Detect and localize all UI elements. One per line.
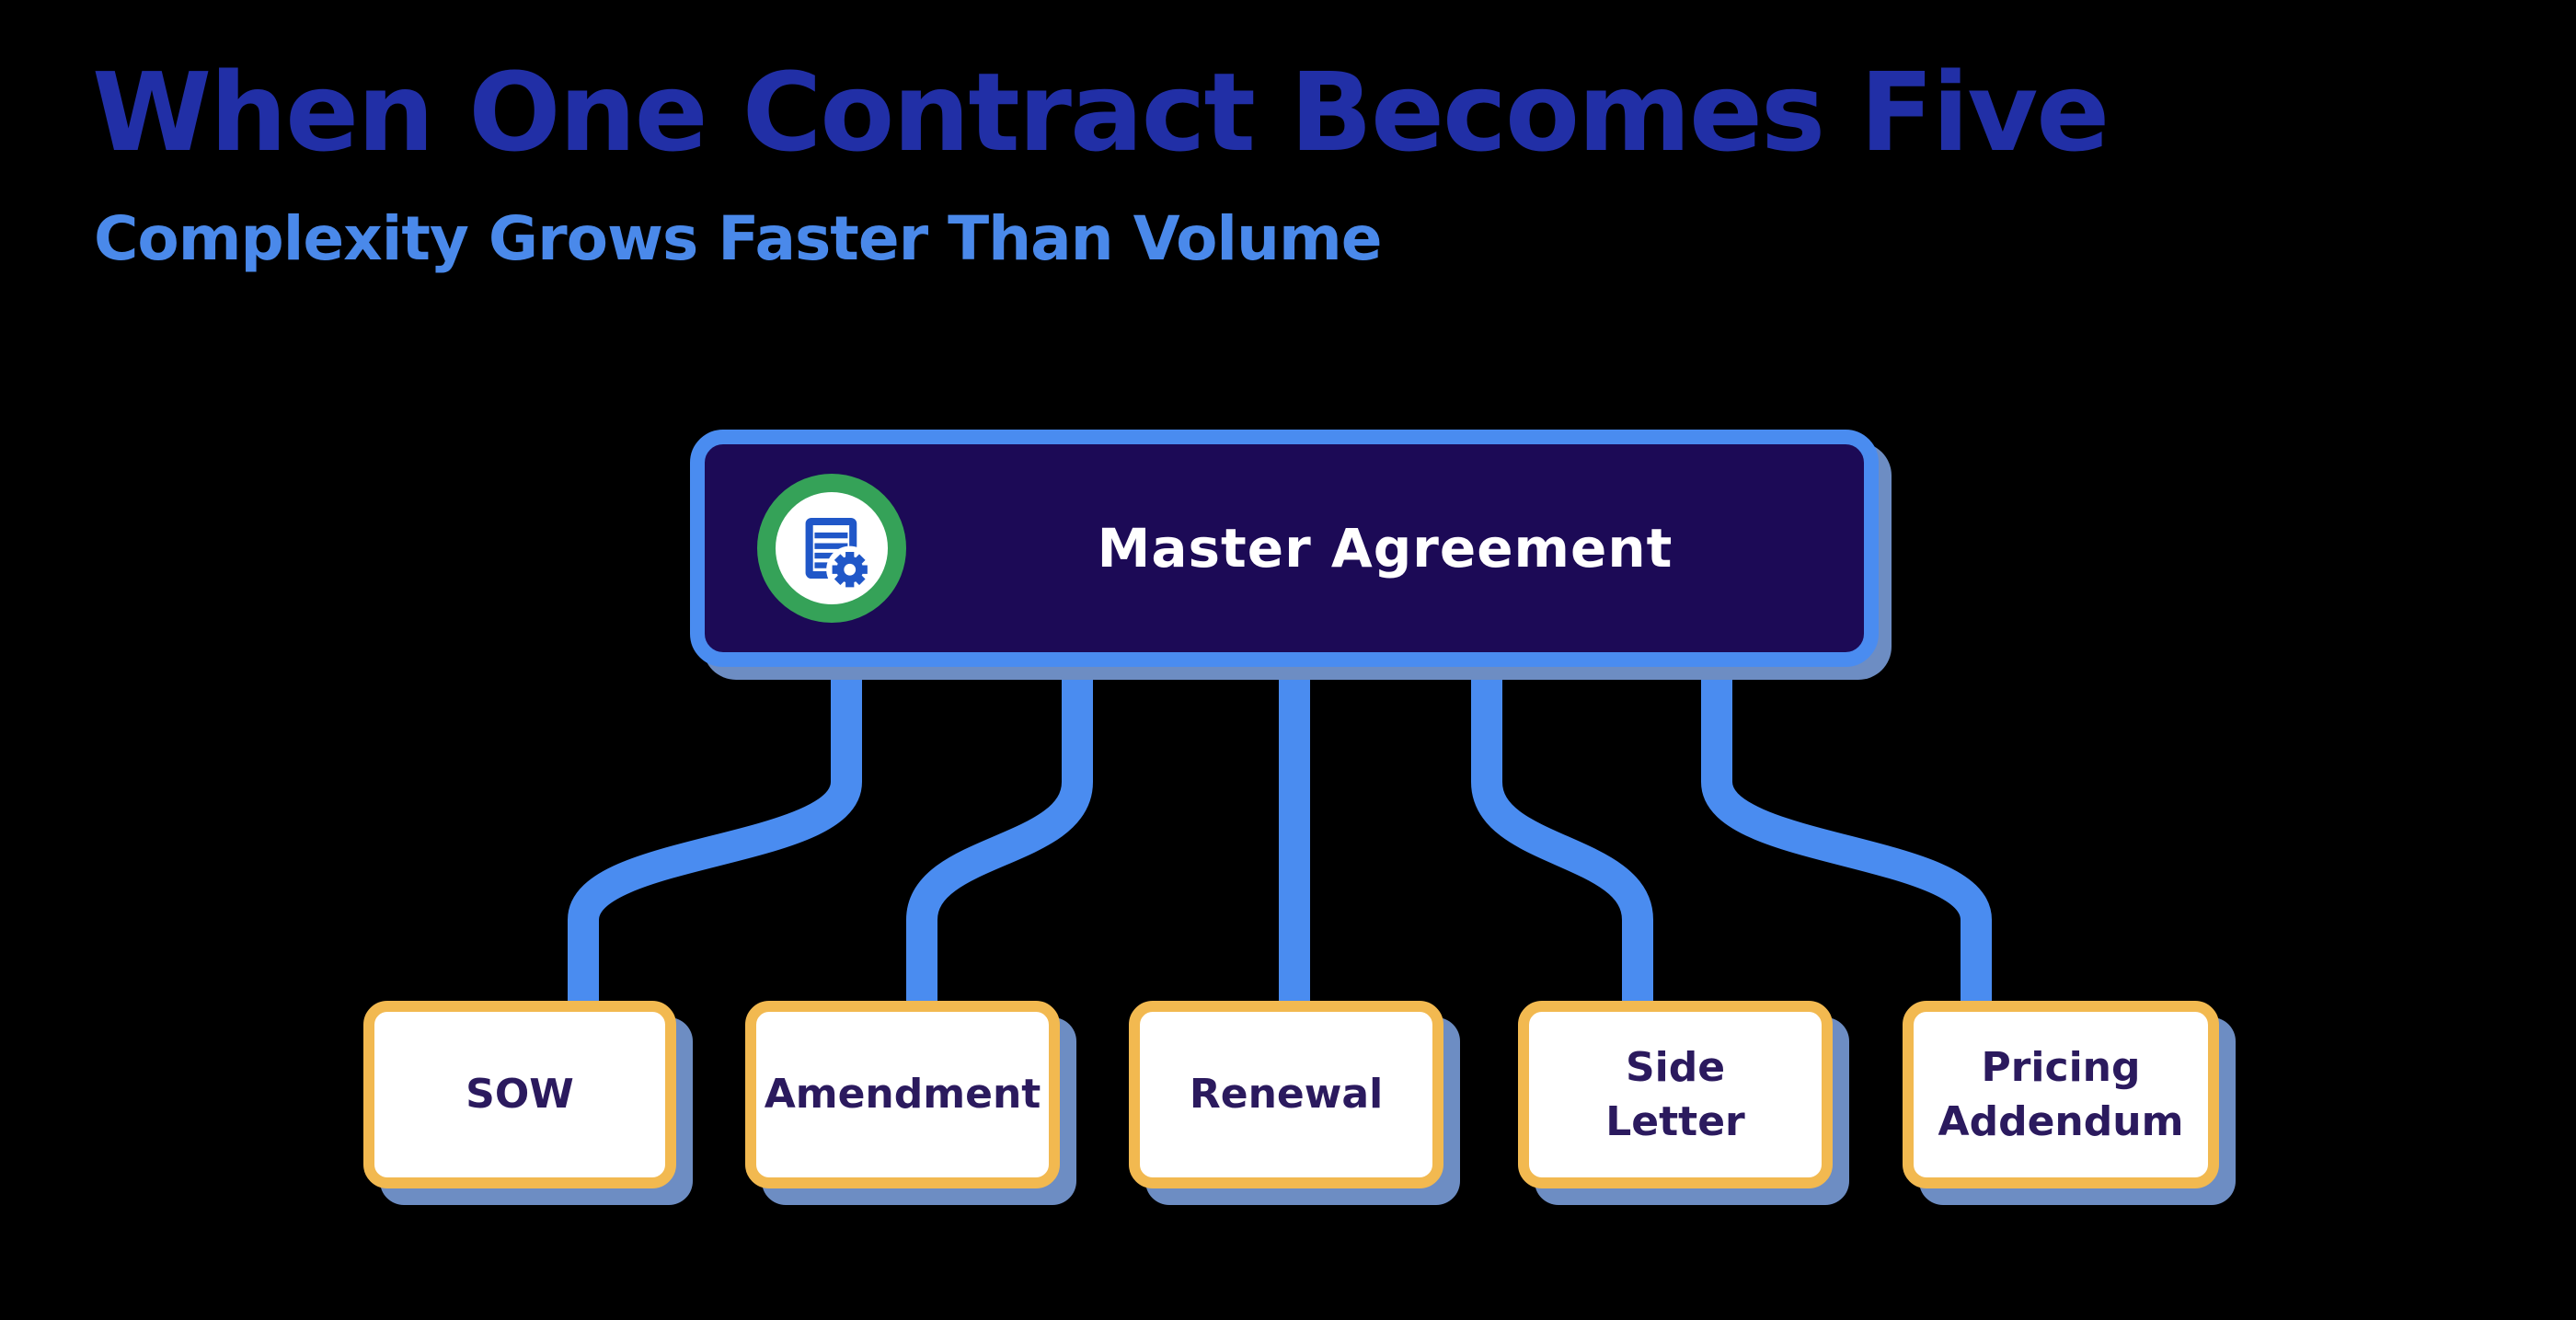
master-agreement-icon-badge — [757, 474, 906, 623]
page-title: When One Contract Becomes Five — [92, 49, 2110, 176]
node-label: Renewal — [1189, 1071, 1384, 1119]
node-renewal: Renewal — [1129, 1001, 1443, 1188]
node-sow: SOW — [363, 1001, 676, 1188]
connector-master-to-side-letter — [1471, 635, 1653, 1010]
node-label: Side Letter — [1605, 1043, 1745, 1145]
node-label: Amendment — [764, 1071, 1041, 1119]
connector-master-to-sow — [568, 635, 862, 1010]
node-side-letter: Side Letter — [1518, 1001, 1833, 1188]
node-pricing-addendum: Pricing Addendum — [1903, 1001, 2219, 1188]
page-subtitle: Complexity Grows Faster Than Volume — [94, 203, 1383, 274]
master-agreement-label: Master Agreement — [1097, 517, 1673, 580]
master-agreement-node: Master Agreement — [690, 430, 1879, 667]
document-gear-icon — [805, 517, 874, 593]
connector-master-to-amendment — [906, 635, 1093, 1010]
node-amendment: Amendment — [745, 1001, 1060, 1188]
connector-master-to-pricing-addendum — [1701, 635, 1992, 1010]
node-label: SOW — [466, 1071, 574, 1119]
node-label: Pricing Addendum — [1938, 1043, 2184, 1145]
